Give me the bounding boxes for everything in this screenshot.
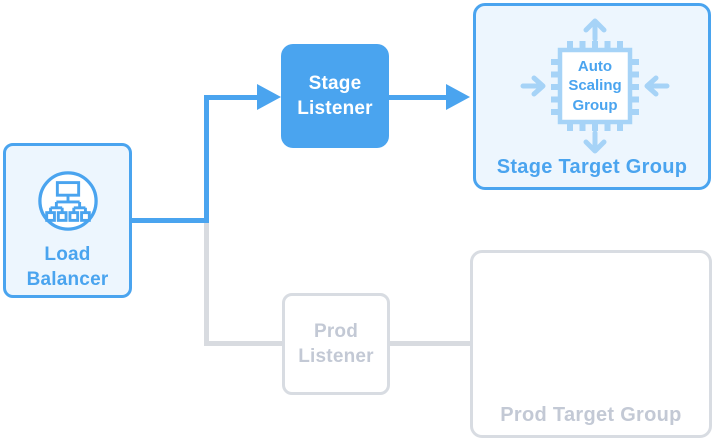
arrowhead-stage-target [446, 84, 470, 110]
scale-in-left-arrow-icon [520, 75, 546, 97]
connector-prod-listener-to-target [390, 341, 470, 346]
chip-pins [551, 41, 639, 131]
chip-body [557, 47, 633, 125]
scale-up-arrow-icon [583, 18, 607, 42]
scale-in-right-arrow-icon [644, 75, 670, 97]
load-balancer-node: Load Balancer [3, 143, 132, 298]
connector-lb-to-trunk [130, 218, 209, 223]
load-balancer-label: Load Balancer [26, 244, 109, 291]
arrowhead-stage-listener [257, 84, 281, 110]
connector-trunk-stage [204, 95, 209, 223]
connector-trunk-prod [204, 223, 209, 346]
scale-down-arrow-icon [583, 130, 607, 154]
prod-listener-node: Prod Listener [282, 293, 390, 395]
connector-trunk-to-prod-listener [204, 341, 282, 346]
connector-stage-listener-to-target [389, 95, 447, 100]
prod-target-group-node: Prod Target Group [470, 250, 712, 438]
prod-listener-label: Prod Listener [298, 320, 374, 367]
auto-scaling-chip-icon [520, 18, 670, 154]
stage-listener-node: Stage Listener [281, 44, 389, 148]
load-balancer-icon [37, 171, 98, 231]
stage-listener-label: Stage Listener [297, 72, 373, 119]
auto-scaling-group-cluster: Auto Scaling Group [520, 18, 670, 156]
prod-target-group-label: Prod Target Group [500, 404, 682, 426]
connector-trunk-to-stage-listener [204, 95, 259, 100]
stage-target-group-label: Stage Target Group [496, 156, 688, 178]
stage-target-group-node: Auto Scaling Group Stage Target Group [473, 3, 711, 190]
auto-scaling-group-label: Auto Scaling Group [568, 57, 622, 114]
